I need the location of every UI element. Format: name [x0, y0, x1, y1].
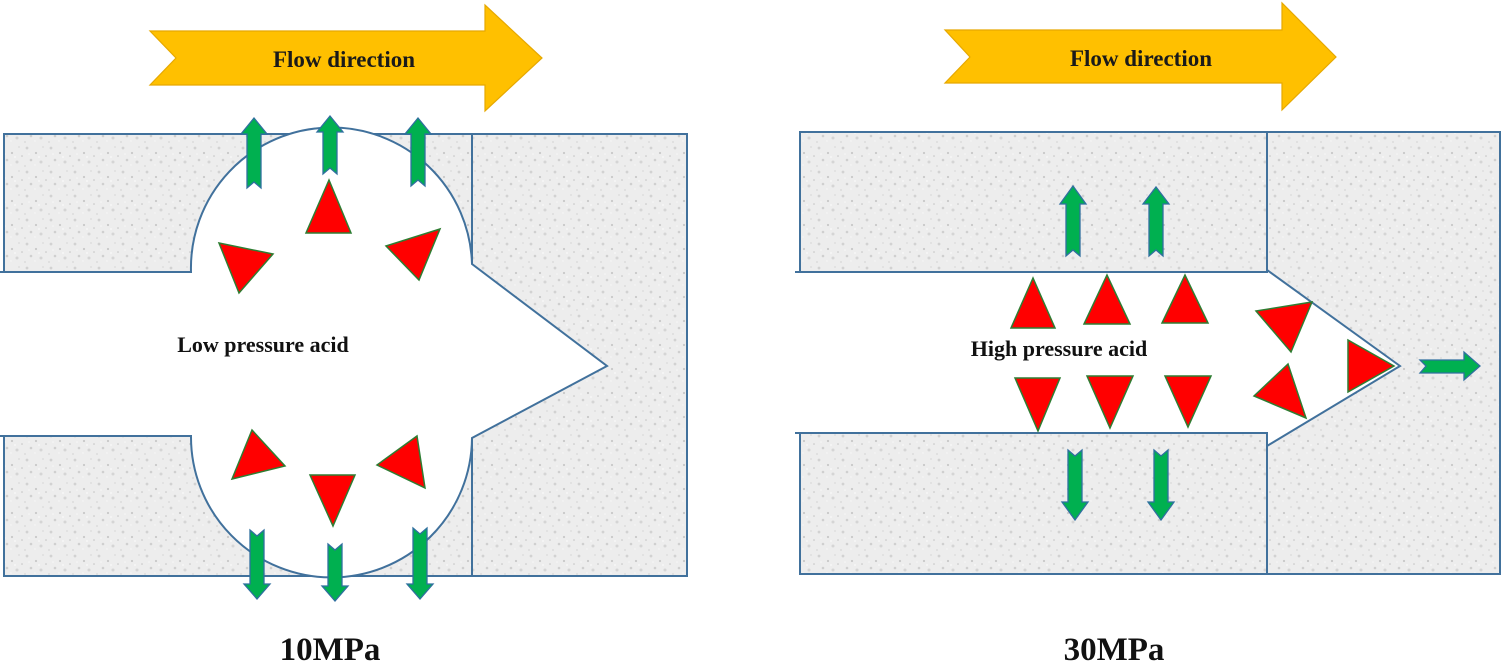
seepage-arrows-down-right — [1060, 448, 1176, 522]
pressure-triangles-right — [1009, 273, 1396, 433]
seepage-arrow-down-icon — [405, 526, 435, 600]
pressure-triangle — [1085, 375, 1135, 430]
right-panel: Flow direction High pressure — [794, 1, 1501, 665]
seepage-arrow-up-icon — [1058, 184, 1088, 258]
pressure-triangle — [1082, 273, 1132, 325]
pressure-triangle — [1347, 338, 1396, 394]
flow-arrow-shape — [943, 1, 1337, 112]
outflow-arrow-right-icon — [1418, 350, 1481, 382]
pressure-triangle — [1160, 273, 1210, 324]
rock-block-lower — [799, 432, 1268, 575]
seepage-arrow-down-icon — [242, 528, 272, 600]
channel-mouth — [794, 273, 802, 432]
pressure-triangle — [217, 241, 275, 295]
rock-block-upper — [799, 131, 1268, 273]
pressure-triangles-left — [217, 178, 442, 528]
seepage-arrows-down-left — [242, 526, 435, 602]
seepage-arrow-down-icon — [1146, 448, 1176, 522]
pressure-triangle — [1013, 377, 1062, 433]
flow-direction-arrow: Flow direction — [943, 1, 1337, 112]
pressure-triangle — [1254, 301, 1314, 354]
pressure-triangle — [308, 474, 357, 528]
left-panel: Flow direction L — [0, 3, 688, 665]
wormhole-channel — [795, 268, 1402, 448]
acid-pressure-label: High pressure acid — [971, 336, 1147, 361]
flow-direction-label: Flow direction — [273, 47, 415, 72]
cavity-mouth — [0, 273, 6, 435]
pressure-value-label: 10MPa — [280, 632, 381, 665]
pressure-triangle — [1252, 362, 1308, 420]
acid-pressure-label: Low pressure acid — [177, 332, 349, 357]
seepage-arrow-up-icon — [1141, 185, 1171, 258]
seepage-arrow-up-icon — [403, 116, 433, 188]
pressure-triangle — [1009, 276, 1057, 329]
seepage-arrow-up-icon — [239, 116, 269, 190]
pressure-triangle — [304, 178, 353, 234]
pressure-value-label: 30MPa — [1064, 632, 1165, 665]
pressure-triangle — [1163, 375, 1213, 429]
seepage-arrow-down-icon — [1060, 448, 1090, 522]
seepage-arrows-up-left — [239, 114, 433, 190]
seepage-arrow-down-icon — [320, 542, 350, 602]
flow-direction-arrow: Flow direction — [148, 3, 543, 113]
flow-arrow-shape — [148, 3, 543, 113]
pressure-triangle — [384, 227, 442, 282]
seepage-arrow-up-icon — [315, 114, 345, 176]
seepage-arrows-up-right — [1058, 184, 1171, 258]
pressure-triangle — [375, 434, 426, 490]
pressure-triangle — [230, 428, 287, 481]
flow-direction-label: Flow direction — [1070, 46, 1212, 71]
